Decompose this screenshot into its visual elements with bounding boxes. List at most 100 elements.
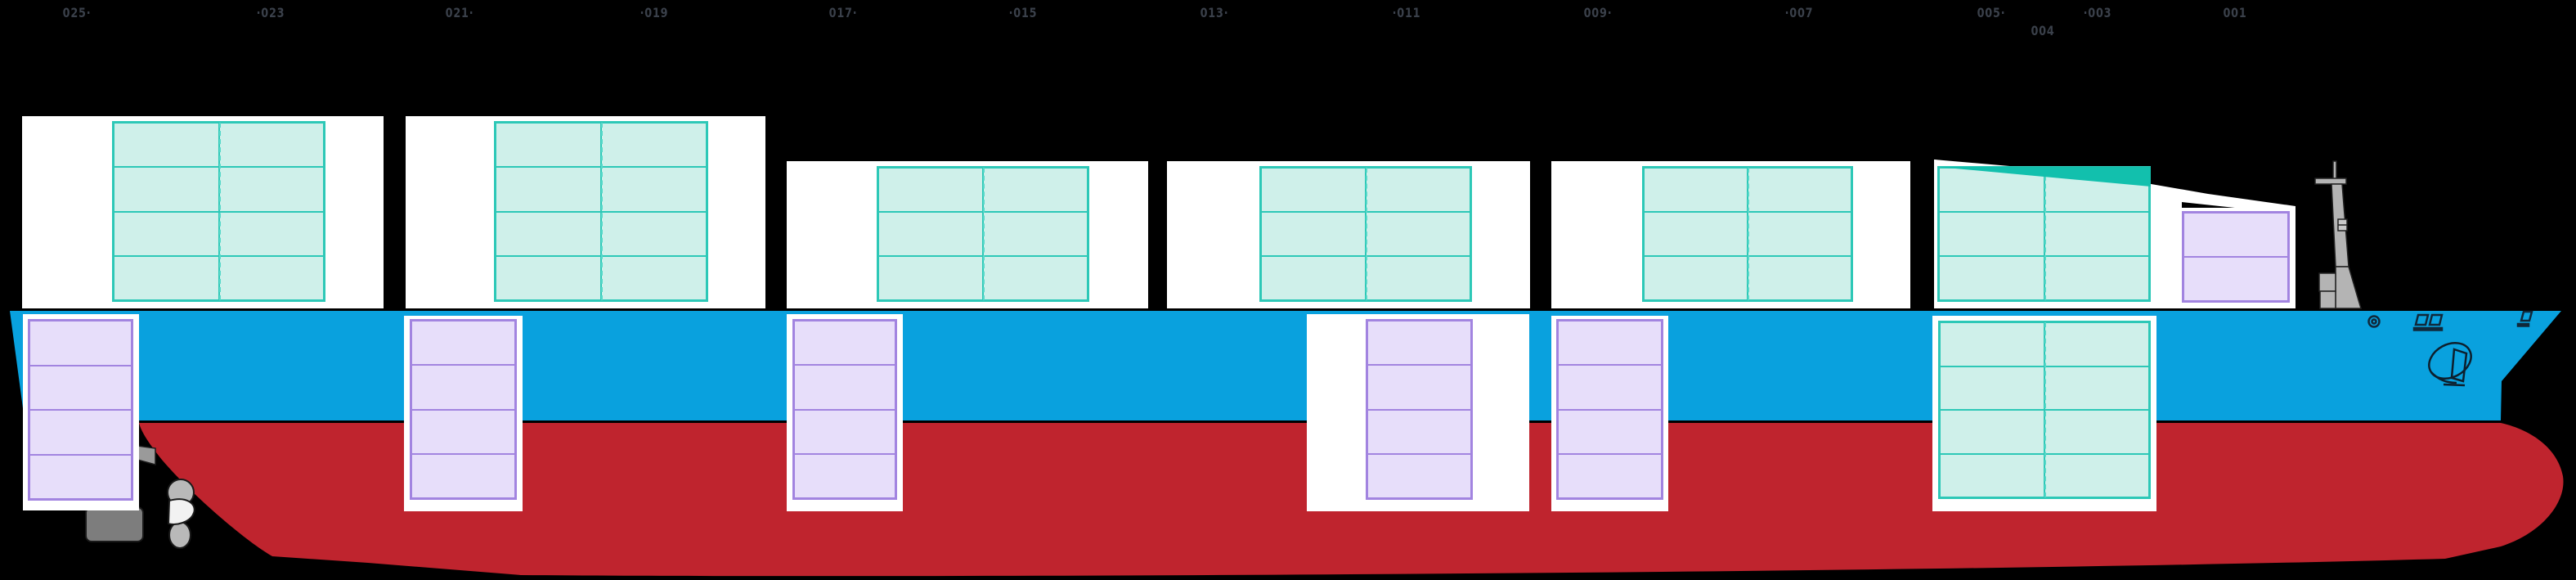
hold-5-below-slot-r1-c1[interactable] (1558, 321, 1662, 366)
hold-4-below-slot-r3-c1[interactable] (1367, 409, 1471, 454)
hold-6-below-slot-r2-c1[interactable] (1940, 366, 2044, 410)
hold-2-above-slot-r1-c1[interactable] (496, 123, 601, 168)
hold-1-above-grid (112, 121, 325, 302)
hold-6-below-slot-r2-c2[interactable] (2044, 366, 2149, 410)
hold-2-above-slot-r3-c2[interactable] (601, 211, 707, 256)
hold-5-below-slot-r4-c1[interactable] (1558, 453, 1662, 498)
hold-4-above-slot-r2-c2[interactable] (1366, 212, 1470, 256)
hold-4-below-slot-r1-c1[interactable] (1367, 321, 1471, 366)
hold-4-above-bay-divider (1366, 168, 1367, 300)
hold-2-above-slot-r1-c2[interactable] (601, 123, 707, 168)
hold-1-above-slot-r3-c1[interactable] (114, 211, 219, 256)
bay-label-017: 017· (828, 5, 858, 20)
hold-2-below-slot-r2-c1[interactable] (411, 365, 515, 410)
hold-5-above-slot-r1-c1[interactable] (1644, 168, 1748, 212)
bay-label-013: 013· (1200, 5, 1229, 20)
hold-3-above-slot-r1-c2[interactable] (983, 168, 1088, 212)
hold-3-below-slot-r4-c1[interactable] (794, 453, 895, 498)
hold-3-below-slot-r2-c1[interactable] (794, 365, 895, 410)
hold-6-below-slot-r1-c2[interactable] (2044, 322, 2149, 366)
hold-2-above-slot-r4-c2[interactable] (601, 255, 707, 300)
hold-5-above-grid (1642, 166, 1853, 302)
hold-1-below-slot-r3-c1[interactable] (29, 410, 132, 455)
hold-6-above-bow-purple-grid (2182, 211, 2290, 303)
hold-6-above-bow-slot-r2-c2[interactable] (2044, 212, 2149, 256)
hold-6-above-bow-purple-slot-r1-c1[interactable] (2183, 213, 2288, 257)
hold-2-below-slot-r3-c1[interactable] (411, 409, 515, 454)
hold-6-below-slot-r1-c1[interactable] (1940, 322, 2044, 366)
hull-blue-band (10, 311, 2561, 420)
hold-6-above-bow-slot-r2-c1[interactable] (1939, 212, 2044, 256)
hold-4-above-grid (1259, 166, 1472, 302)
hold-1-above-slot-r2-c2[interactable] (218, 167, 324, 212)
hold-2-below-slot-r1-c1[interactable] (411, 321, 515, 366)
hold-4-above-slot-r3-c2[interactable] (1366, 256, 1470, 300)
hold-6-below-slot-r3-c2[interactable] (2044, 410, 2149, 454)
hold-6-below-grid (1938, 321, 2151, 499)
anchor-icon (2428, 342, 2472, 387)
hold-1-above-slot-r1-c1[interactable] (114, 123, 219, 168)
hold-1-above-bay-divider (218, 123, 221, 300)
bay-label-019: ·019 (640, 5, 669, 20)
hold-5-above-slot-r2-c2[interactable] (1748, 212, 1851, 256)
hold-6-above-bow-slot-r3-c1[interactable] (1939, 256, 2044, 300)
hold-5-above-slot-r2-c1[interactable] (1644, 212, 1748, 256)
bridge-window-icons (2412, 310, 2533, 331)
hold-1-above-slot-r4-c1[interactable] (114, 255, 219, 300)
hold-3-above-slot-r3-c1[interactable] (878, 256, 983, 300)
rudder-icon (85, 445, 156, 542)
hold-3-below-slot-r3-c1[interactable] (794, 409, 895, 454)
porthole-ring-icon (2367, 315, 2381, 328)
hold-3-below-grid (792, 319, 897, 500)
hold-5-above-slot-r1-c2[interactable] (1748, 168, 1851, 212)
hold-2-above-slot-r2-c2[interactable] (601, 167, 707, 212)
hold-1-above-slot-r2-c1[interactable] (114, 167, 219, 212)
hold-4-above-slot-r1-c1[interactable] (1261, 168, 1366, 212)
hold-4-above-slot-r2-c1[interactable] (1261, 212, 1366, 256)
bay-label-004: 004 (2031, 23, 2055, 38)
hold-1-above-slot-r1-c2[interactable] (218, 123, 324, 168)
hold-3-above-slot-r2-c2[interactable] (983, 212, 1088, 256)
hold-3-above-slot-r2-c1[interactable] (878, 212, 983, 256)
hold-1-above-slot-r3-c2[interactable] (218, 211, 324, 256)
hold-4-above-slot-r3-c1[interactable] (1261, 256, 1366, 300)
hold-5-below-slot-r3-c1[interactable] (1558, 409, 1662, 454)
hold-5-below-grid (1556, 319, 1663, 500)
hold-2-above-bay-divider (601, 123, 603, 300)
bay-label-007: ·007 (1784, 5, 1814, 20)
hold-6-below-slot-r3-c1[interactable] (1940, 410, 2044, 454)
bay-label-005: 005· (1977, 5, 2006, 20)
hold-1-below-slot-r4-c1[interactable] (29, 454, 132, 499)
hold-3-above-slot-r3-c2[interactable] (983, 256, 1088, 300)
bay-label-009: 009· (1583, 5, 1613, 20)
hold-4-below-grid (1366, 319, 1473, 500)
hold-6-above-bow-purple-slot-r2-c1[interactable] (2183, 257, 2288, 301)
hold-5-below-slot-r2-c1[interactable] (1558, 365, 1662, 410)
hold-3-above-bay-divider (983, 168, 985, 300)
hold-5-above-slot-r3-c1[interactable] (1644, 256, 1748, 300)
hold-2-above-slot-r4-c1[interactable] (496, 255, 601, 300)
hold-2-above-slot-r3-c1[interactable] (496, 211, 601, 256)
hold-5-above-slot-r3-c2[interactable] (1748, 256, 1851, 300)
hold-1-below-grid (28, 319, 133, 501)
hold-4-below-slot-r4-c1[interactable] (1367, 453, 1471, 498)
hold-3-below-slot-r1-c1[interactable] (794, 321, 895, 366)
hold-6-above-bow-slot-r3-c2[interactable] (2044, 256, 2149, 300)
hold-4-below-slot-r2-c1[interactable] (1367, 365, 1471, 410)
hold-6-below-bay-divider (2044, 322, 2046, 497)
bay-label-011: ·011 (1392, 5, 1421, 20)
bay-label-003: ·003 (2083, 5, 2112, 20)
hold-1-below-slot-r2-c1[interactable] (29, 365, 132, 410)
hold-2-below-slot-r4-c1[interactable] (411, 453, 515, 498)
hold-6-below-slot-r4-c2[interactable] (2044, 453, 2149, 497)
hold-2-above-slot-r2-c1[interactable] (496, 167, 601, 212)
hold-4-above-slot-r1-c2[interactable] (1366, 168, 1470, 212)
bow-dark-teal-wedge-overlay (1937, 167, 2151, 187)
hold-6-below-slot-r4-c1[interactable] (1940, 453, 2044, 497)
propeller-icon (167, 479, 195, 549)
hold-1-below-slot-r1-c1[interactable] (29, 321, 132, 366)
bay-label-015: ·015 (1008, 5, 1038, 20)
hold-3-above-slot-r1-c1[interactable] (878, 168, 983, 212)
hold-1-above-slot-r4-c2[interactable] (218, 255, 324, 300)
bow-mast-icon (2314, 160, 2363, 309)
